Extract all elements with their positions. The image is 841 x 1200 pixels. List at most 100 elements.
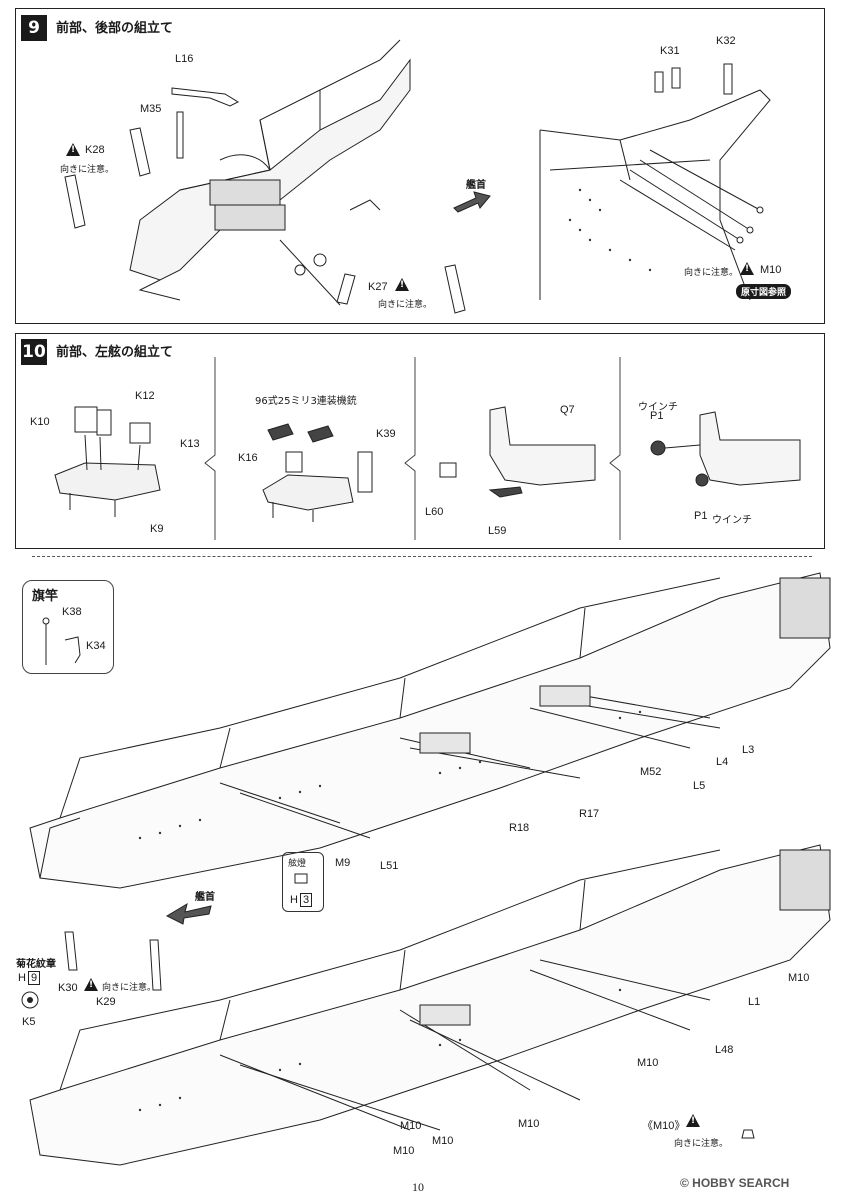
lamp-icon — [294, 873, 308, 884]
label-L4: L4 — [716, 756, 729, 768]
label-M35: M35 — [140, 103, 162, 115]
label-M10-e: M10 — [400, 1120, 422, 1132]
bow-label-step9: 艦首 — [466, 180, 486, 191]
part-K28-detail-drawing — [64, 174, 86, 229]
warning-icon-k28 — [66, 143, 80, 156]
section-divider — [32, 556, 812, 557]
label-L59: L59 — [488, 525, 507, 537]
part-P1-winch-drawing — [650, 411, 801, 487]
label-winch-top: ウインチ — [638, 402, 678, 413]
label-M10-b: M10 — [637, 1057, 659, 1069]
caption-type96-gun: 96式25ミリ3連装機銃 — [255, 396, 357, 407]
page-number: 10 — [412, 1180, 424, 1194]
label-L1: L1 — [748, 996, 761, 1008]
step-9-bow-drawing — [539, 89, 771, 301]
parts-K30-K29-drawing — [64, 931, 162, 991]
label-M10-a: M10 — [788, 972, 810, 984]
part-M10-icon — [741, 1129, 755, 1139]
label-M10-d: M10 — [432, 1135, 454, 1147]
note-k28: 向きに注意。 — [60, 165, 115, 175]
label-K5: K5 — [22, 1016, 36, 1028]
label-H-3-number: 3 — [299, 893, 313, 907]
label-winch-bottom: ウインチ — [712, 515, 752, 526]
label-K12: K12 — [135, 390, 155, 402]
m10-box-title: 《M10》 — [642, 1120, 686, 1132]
label-H-9-letter: H — [18, 972, 26, 984]
label-R17: R17 — [579, 808, 600, 820]
label-K16: K16 — [238, 452, 258, 464]
crest-title: 菊花紋章 — [16, 959, 56, 970]
label-K29: K29 — [96, 996, 116, 1008]
upper-hull-drawing — [29, 572, 831, 889]
step-9-panel — [15, 8, 825, 324]
label-L5: L5 — [693, 780, 706, 792]
label-P1-bottom: P1 — [694, 510, 708, 522]
label-K30: K30 — [58, 982, 78, 994]
label-M10-c: M10 — [518, 1118, 540, 1130]
label-M52: M52 — [640, 766, 662, 778]
bow-label-lower: 艦首 — [195, 892, 215, 903]
step-10-dividers — [204, 357, 621, 540]
chrysanthemum-crest-icon — [21, 991, 39, 1009]
label-R18: R18 — [509, 822, 530, 834]
watermark: © HOBBY SEARCH — [680, 1176, 790, 1190]
label-Q7: Q7 — [560, 404, 575, 416]
warning-icon-k30 — [84, 978, 98, 991]
part-K27-detail-drawing — [444, 264, 466, 314]
step-9-stern-drawing — [129, 39, 411, 306]
label-L16: L16 — [175, 53, 194, 65]
warning-icon-m10-step9 — [740, 262, 754, 275]
m10-box-note: 向きに注意。 — [674, 1139, 729, 1149]
step-10-number: 10 — [21, 339, 47, 365]
step-9-title: 前部、後部の組立て — [56, 21, 174, 36]
note-k27: 向きに注意。 — [378, 300, 433, 310]
label-L48: L48 — [715, 1044, 734, 1056]
part-K31-drawing — [654, 67, 681, 93]
note-m10-step9: 向きに注意。 — [684, 268, 739, 278]
step-10-title: 前部、左舷の組立て — [56, 345, 174, 360]
part-K27-drawing — [336, 273, 356, 305]
label-K34: K34 — [86, 640, 106, 652]
label-M9: M9 — [335, 857, 351, 869]
label-K10: K10 — [30, 416, 50, 428]
label-K9: K9 — [150, 523, 164, 535]
label-M10-step9: M10 — [760, 264, 782, 276]
flagstaff-title: 旗竿 — [32, 589, 59, 604]
label-K28: K28 — [85, 144, 105, 156]
label-K27: K27 — [368, 281, 388, 293]
label-L3: L3 — [742, 744, 755, 756]
warning-icon-m10-box — [686, 1114, 700, 1127]
flagstaff-drawing — [42, 617, 81, 665]
label-H-9-number: 9 — [27, 971, 41, 985]
bow-arrow-lower-icon — [165, 902, 212, 925]
part-L16-drawing — [171, 87, 240, 107]
label-K31: K31 — [660, 45, 680, 57]
label-K39: K39 — [376, 428, 396, 440]
navigation-lamp-callout — [282, 852, 324, 912]
step-10-panel — [15, 333, 825, 549]
label-L51: L51 — [380, 860, 399, 872]
part-Q7-assembly-drawing — [439, 406, 596, 498]
label-L60: L60 — [425, 506, 444, 518]
label-K32: K32 — [716, 35, 736, 47]
lamp-caption: 舷燈 — [288, 859, 307, 869]
part-M35-drawing — [176, 111, 184, 159]
reference-badge: 原寸図参照 — [736, 284, 792, 299]
note-k30: 向きに注意。 — [102, 983, 157, 993]
bow-arrow-icon — [453, 191, 491, 213]
part-K28-drawing — [129, 127, 151, 177]
flagstaff-callout — [22, 580, 114, 674]
label-P1-top: P1 — [650, 410, 664, 422]
step-9-number: 9 — [21, 15, 47, 41]
warning-icon-k27 — [395, 278, 409, 291]
part-K16-assembly-drawing — [262, 423, 373, 522]
label-H-3-letter: H — [290, 894, 298, 906]
part-K32-drawing — [723, 63, 733, 95]
lower-hull-drawing — [29, 844, 831, 1166]
part-K9-assembly-drawing — [54, 406, 161, 517]
label-K13: K13 — [180, 438, 200, 450]
label-M10-f: M10 — [393, 1145, 415, 1157]
label-K38: K38 — [62, 606, 82, 618]
